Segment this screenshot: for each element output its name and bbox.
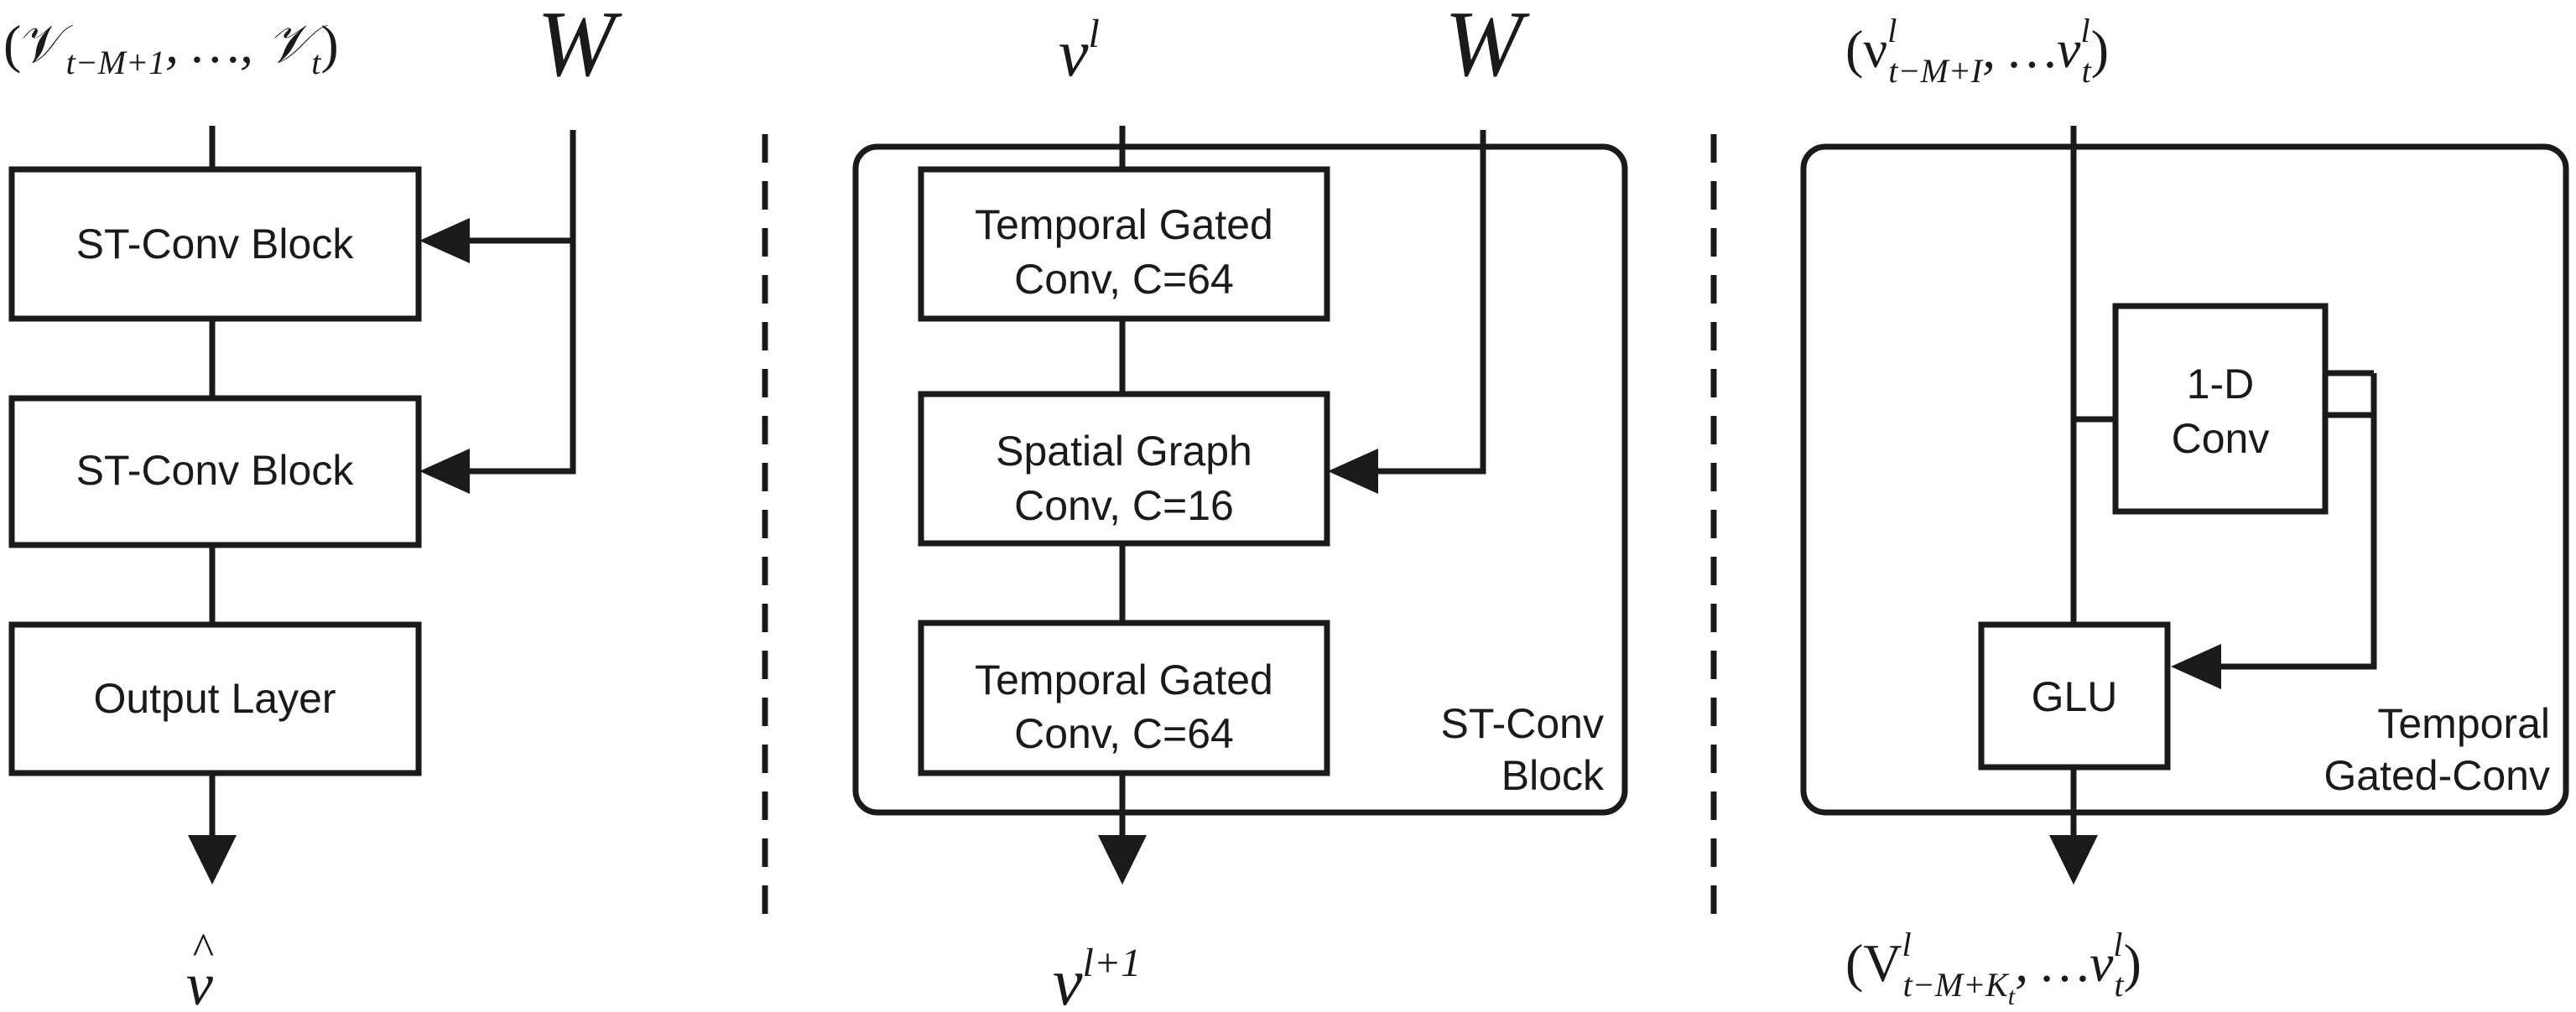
left-block-3-label: Output Layer bbox=[93, 675, 336, 722]
left-block-1-label: ST-Conv Block bbox=[76, 221, 355, 267]
tgc-frame-label-1: Temporal bbox=[2377, 700, 2550, 747]
glu-arrowhead bbox=[2171, 644, 2221, 689]
middle-output-arrowhead bbox=[1098, 835, 1147, 885]
one-d-conv-block bbox=[2112, 303, 2329, 515]
left-output-arrowhead bbox=[188, 835, 237, 885]
middle-w-wire bbox=[1376, 130, 1486, 475]
conv-label-line2: Conv bbox=[2172, 415, 2270, 462]
left-output-layer bbox=[8, 621, 422, 776]
temporal-gated-conv-frame bbox=[1800, 143, 2569, 816]
tgc-frame-label-2: Gated-Conv bbox=[2324, 752, 2550, 799]
tgc2-label-line1: Temporal Gated bbox=[975, 657, 1273, 703]
glu-block bbox=[1978, 621, 2171, 771]
temporal-gated-conv-block-1 bbox=[918, 166, 1330, 322]
conv-to-glu-wire bbox=[2219, 373, 2377, 670]
tgc2-label-line2: Conv, C=64 bbox=[1014, 710, 1234, 757]
sgc-label-line2: Conv, C=16 bbox=[1014, 482, 1234, 529]
sgc-label-line1: Spatial Graph bbox=[996, 428, 1252, 475]
left-w-label: W bbox=[537, 0, 622, 96]
left-output-hat: ^ bbox=[192, 924, 214, 974]
tgc1-label-line2: Conv, C=64 bbox=[1014, 256, 1234, 303]
tgc1-label-line1: Temporal Gated bbox=[975, 201, 1273, 248]
spatial-graph-conv-block bbox=[918, 391, 1330, 547]
right-output-arrowhead bbox=[2049, 835, 2098, 885]
left-st-conv-block-2 bbox=[8, 395, 422, 548]
st-conv-frame-label-1: ST-Conv bbox=[1440, 700, 1604, 747]
left-input-label: (𝒱t−M+1, …, 𝒱t) bbox=[3, 14, 339, 81]
middle-input-label: νl bbox=[1059, 12, 1100, 91]
left-block-2-label: ST-Conv Block bbox=[76, 447, 355, 494]
left-w-arrowhead-1 bbox=[419, 218, 470, 263]
middle-panel: νl W ST-Conv Block Temporal Gated Conv, … bbox=[852, 0, 1628, 1012]
st-conv-block-frame bbox=[852, 143, 1628, 816]
middle-output-label: νl+1 bbox=[1053, 941, 1141, 1012]
temporal-gated-conv-block-2 bbox=[918, 620, 1330, 776]
left-panel: (𝒱t−M+1, …, 𝒱t) W ST-Conv Block ST-Conv … bbox=[3, 0, 622, 1012]
conv-label-line1: 1-D bbox=[2187, 361, 2255, 407]
left-st-conv-block-1 bbox=[8, 166, 422, 322]
glu-label: GLU bbox=[2032, 673, 2118, 720]
middle-w-arrowhead bbox=[1328, 449, 1378, 494]
middle-w-label: W bbox=[1444, 0, 1530, 96]
st-conv-frame-label-2: Block bbox=[1501, 752, 1605, 799]
left-output-label: ν bbox=[186, 951, 213, 1012]
left-w-arrowhead-2 bbox=[419, 449, 470, 494]
left-w-wire bbox=[468, 130, 576, 475]
